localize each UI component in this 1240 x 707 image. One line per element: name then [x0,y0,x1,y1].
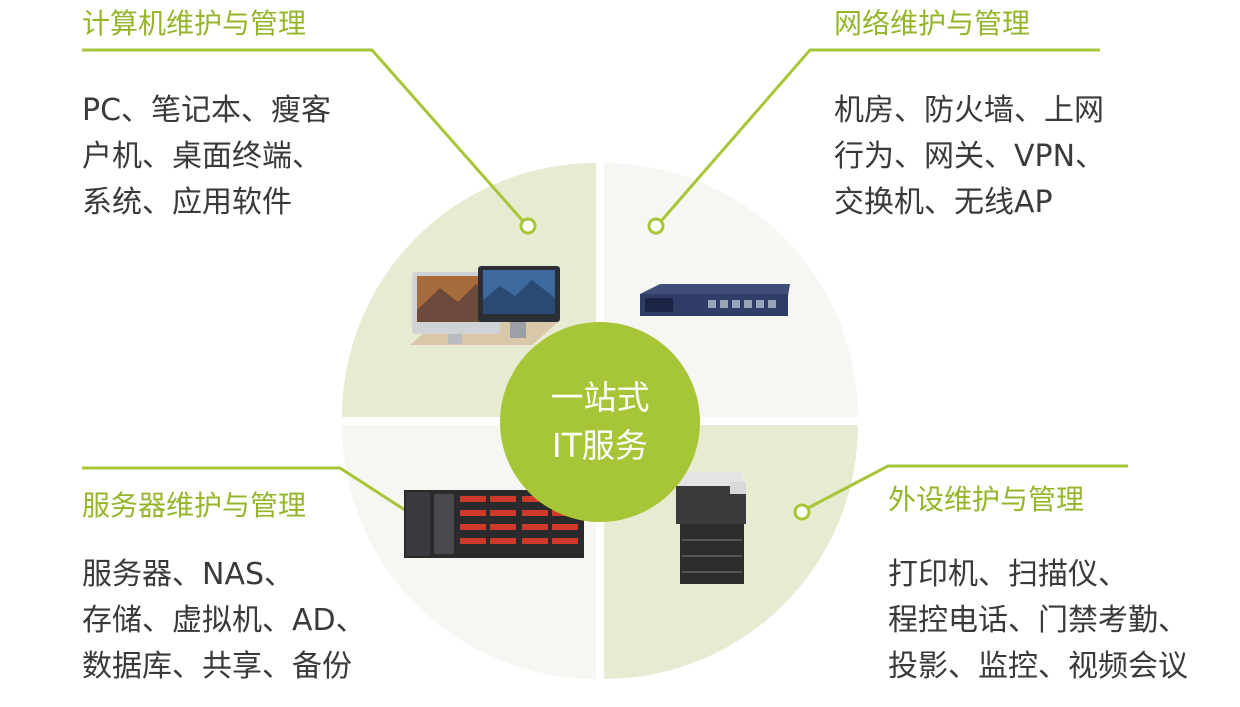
network-desc-line: 机房、防火墙、上网 [834,93,1104,128]
server-section-description: 服务器、NAS、 存储、虚拟机、AD、 数据库、共享、备份 [82,552,366,690]
center-circle [500,322,700,522]
network-desc-line: 交换机、无线AP [834,185,1053,220]
copier-printer-icon [676,472,746,584]
network-appliance-icon [640,284,790,316]
network-section-title: 网络维护与管理 [834,7,1031,40]
computer-section-title: 计算机维护与管理 [82,7,307,40]
peripheral-desc-line: 打印机、扫描仪、 [888,557,1128,592]
network-section-description: 机房、防火墙、上网 行为、网关、VPN、 交换机、无线AP [834,88,1105,226]
connector-dot-peripheral [793,503,811,521]
peripheral-desc-line: 投影、监控、视频会议 [888,649,1188,684]
server-desc-line: 数据库、共享、备份 [82,649,352,684]
connector-dot-computer [519,217,537,235]
connector-computer [82,48,524,221]
center-label-line2: IT服务 [552,426,648,465]
connector-peripheral [807,464,1128,510]
center-label-line1: 一站式 [550,378,650,417]
desktop-computers-icon [410,266,560,345]
network-desc-line: 行为、网关、VPN、 [834,139,1106,174]
computer-desc-line: PC、笔记本、瘦客 [82,93,332,128]
center-label: 一站式 IT服务 [500,322,700,522]
computer-section-description: PC、笔记本、瘦客 户机、桌面终端、 系统、应用软件 [82,88,331,226]
peripheral-section-description: 打印机、扫描仪、 程控电话、门禁考勤、 投影、监控、视频会议 [888,552,1188,690]
server-desc-line: 存储、虚拟机、AD、 [82,603,366,638]
server-section-title: 服务器维护与管理 [82,489,307,522]
connector-server [82,466,409,514]
connector-network [660,48,1100,221]
computer-desc-line: 系统、应用软件 [82,185,292,220]
peripheral-desc-line: 程控电话、门禁考勤、 [888,603,1188,638]
server-desc-line: 服务器、NAS、 [82,557,295,592]
computer-desc-line: 户机、桌面终端、 [82,139,322,174]
connector-dot-network [647,217,665,235]
peripheral-section-title: 外设维护与管理 [888,483,1085,516]
